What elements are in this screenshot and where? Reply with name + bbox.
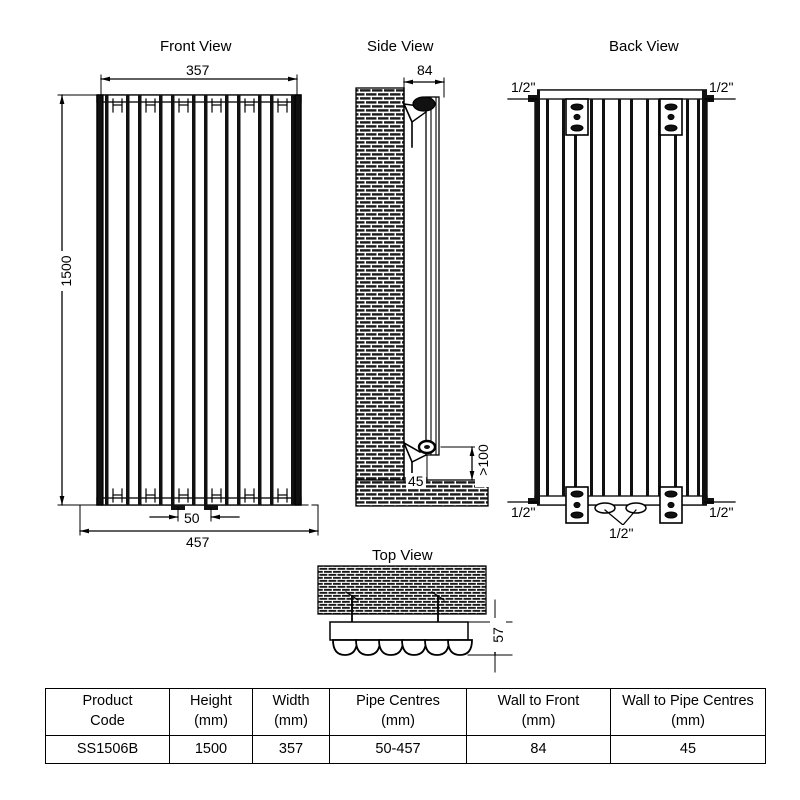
label-back-bottom-left-port: 1/2" [509, 504, 538, 520]
col-header-width: Width (mm) [252, 688, 330, 736]
cell-product-code: SS1506B [45, 735, 170, 764]
top-view-group [317, 565, 513, 673]
col-header-line1: Height [190, 693, 232, 710]
col-header-line1: Product [82, 693, 133, 710]
front-width-dimension [100, 74, 298, 96]
col-header-line1: Wall to Front [497, 693, 580, 710]
back-centre-ports [594, 502, 647, 526]
dim-top-projection: 57 [490, 618, 506, 652]
front-fins [105, 95, 295, 505]
col-header-line2: (mm) [194, 713, 228, 729]
col-header-line2: (mm) [671, 713, 705, 729]
col-header-height: Height (mm) [169, 688, 253, 736]
dim-side-wall-to-pipe: 45 [406, 473, 426, 489]
front-pipe-centres-dimension [149, 505, 240, 522]
table-row: SS1506B 1500 357 50-457 84 45 [45, 735, 766, 764]
back-view-group [507, 89, 736, 526]
front-view-title: Front View [160, 38, 232, 55]
side-floor-clearance-dimension [440, 446, 478, 481]
dim-front-overall-width: 457 [184, 534, 212, 550]
col-header-line2: Code [90, 713, 125, 729]
back-fins [546, 99, 700, 496]
col-header-wall-to-front: Wall to Front (mm) [466, 688, 611, 736]
side-depth-dimension [403, 77, 445, 98]
back-bottom-port-leaders [507, 498, 736, 505]
specification-table: Product Code Height (mm) Width (mm) Pipe… [45, 688, 766, 764]
side-view-title: Side View [367, 38, 434, 55]
col-header-line1: Wall to Pipe Centres [622, 693, 754, 710]
cell-height: 1500 [169, 735, 253, 764]
dim-front-width: 357 [184, 62, 212, 78]
label-back-top-right-port: 1/2" [707, 79, 736, 95]
dim-side-depth: 84 [415, 62, 435, 78]
back-bracket-upper-left [565, 98, 589, 136]
front-view-group [57, 74, 319, 536]
cell-wall-to-pipe-centres: 45 [610, 735, 766, 764]
label-back-top-left-port: 1/2" [509, 79, 538, 95]
col-header-product-code: Product Code [45, 688, 170, 736]
col-header-line1: Width [272, 693, 310, 710]
col-header-pipe-centres: Pipe Centres (mm) [329, 688, 467, 736]
top-view-tubes [332, 639, 473, 656]
cell-pipe-centres: 50-457 [329, 735, 467, 764]
back-view-title: Back View [609, 38, 679, 55]
cell-width: 357 [252, 735, 330, 764]
dim-front-pipe-centres: 50 [182, 510, 202, 526]
table-header-row: Product Code Height (mm) Width (mm) Pipe… [45, 688, 766, 736]
top-view-title: Top View [372, 547, 433, 564]
col-header-line2: (mm) [381, 713, 415, 729]
dim-front-height: 1500 [58, 251, 74, 291]
col-header-line2: (mm) [274, 713, 308, 729]
back-bracket-lower-left [565, 486, 589, 524]
col-header-line2: (mm) [521, 713, 556, 729]
col-header-wall-to-pipe-centres: Wall to Pipe Centres (mm) [610, 688, 766, 736]
front-overall-width-dimension [79, 504, 319, 536]
cell-wall-to-front: 84 [466, 735, 611, 764]
back-top-port-leaders [507, 95, 736, 102]
dim-side-floor-clearance: >100 [475, 433, 491, 487]
col-header-line1: Pipe Centres [356, 693, 440, 710]
side-view-group [355, 77, 489, 507]
back-bracket-lower-right [659, 486, 683, 524]
label-back-centre-ports: 1/2" [607, 525, 636, 541]
front-height-dimension [57, 94, 102, 506]
label-back-bottom-right-port: 1/2" [707, 504, 736, 520]
back-bracket-upper-right [659, 98, 683, 136]
